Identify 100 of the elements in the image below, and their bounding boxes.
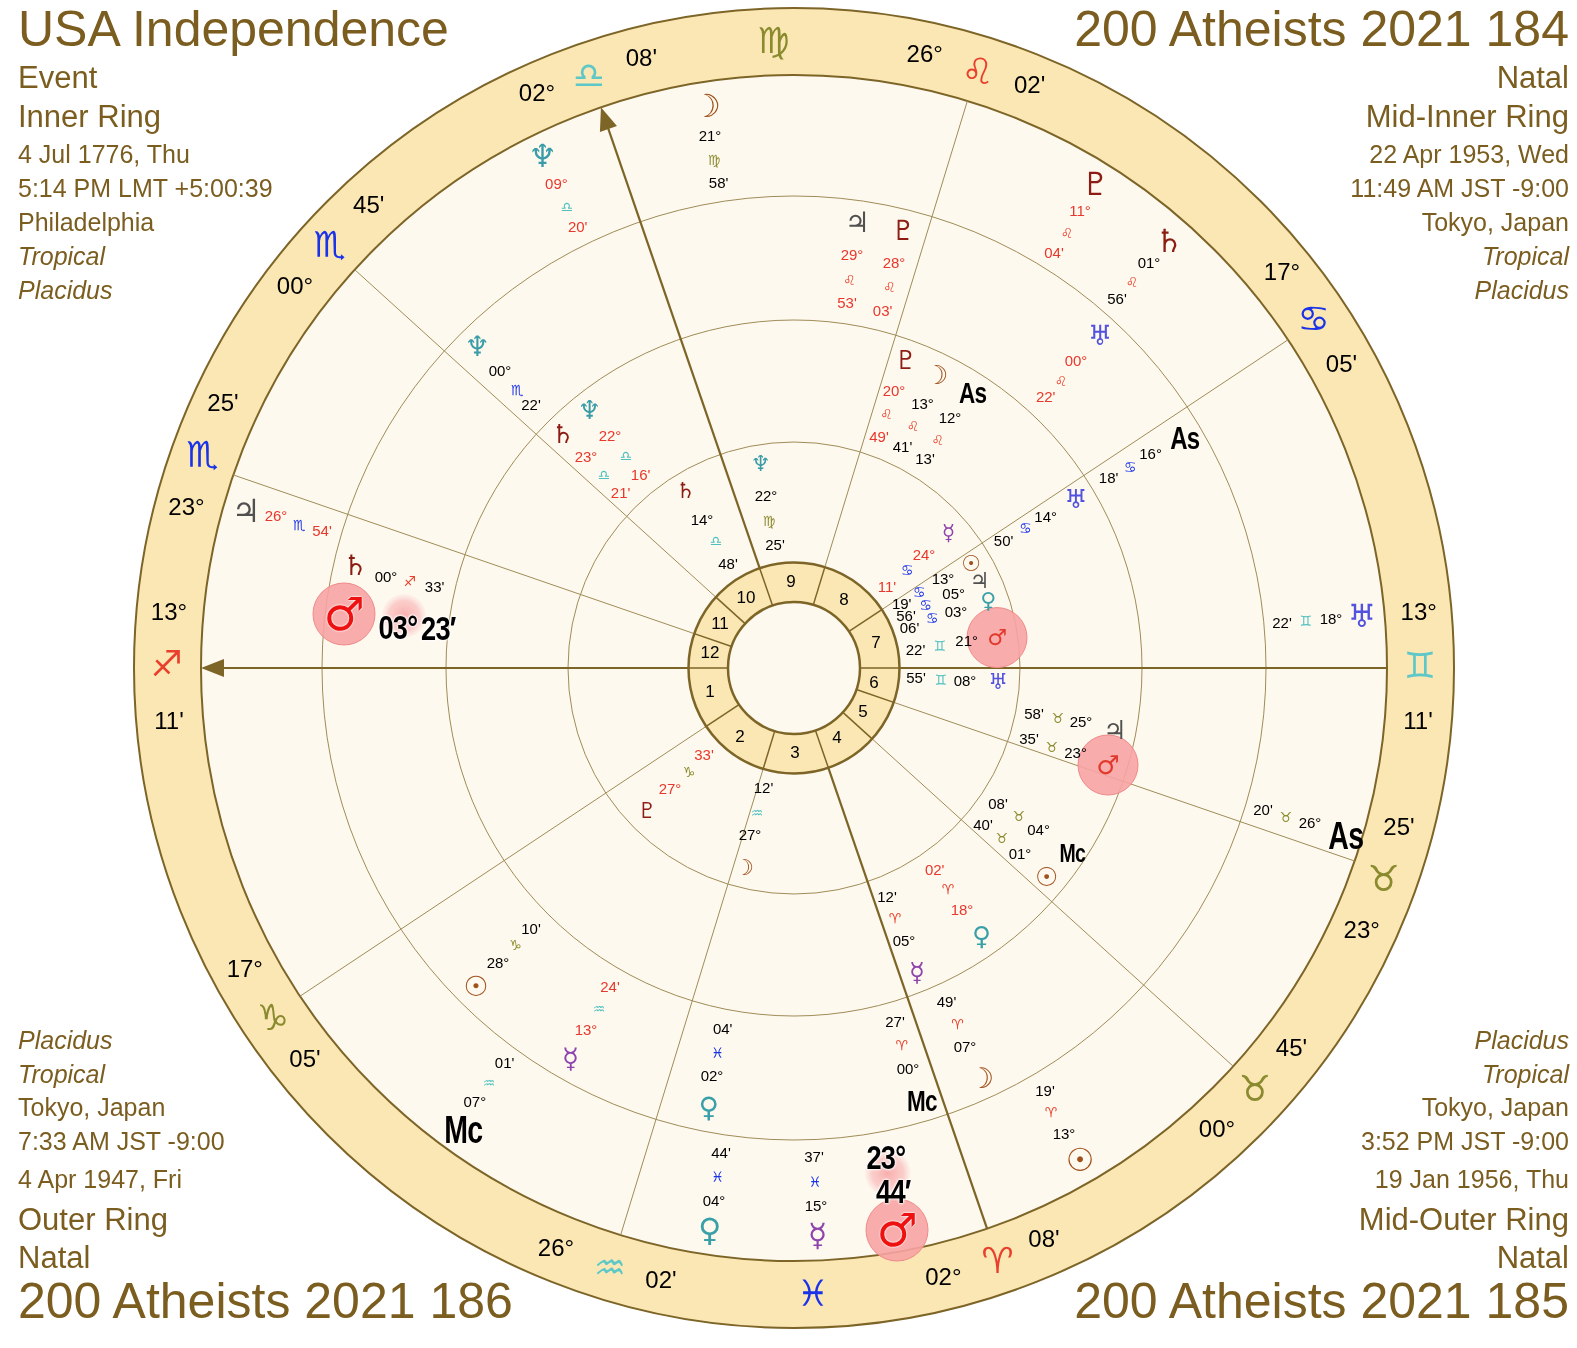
sign-symbol: ♎ xyxy=(709,534,723,548)
chart-info-text: Mid-Inner Ring xyxy=(1365,100,1569,132)
cusp-position-text: 45' xyxy=(353,193,385,217)
chart-info-text: Inner Ring xyxy=(18,100,162,132)
position-text: 21' xyxy=(610,484,631,500)
sign-symbol: ♏ xyxy=(510,382,524,397)
cusp-position-text: 13° xyxy=(1400,599,1437,624)
zodiac-sign-symbol: ♉ xyxy=(1238,1071,1272,1107)
position-text: 13° xyxy=(911,395,934,410)
angle-symbol: As xyxy=(1328,816,1364,855)
zodiac-sign-symbol: ♊ xyxy=(1403,647,1437,684)
chart-info-text: Natal xyxy=(1496,61,1569,93)
planet-symbol: ♇ xyxy=(1081,168,1110,200)
position-text: 21° xyxy=(698,127,722,142)
chart-info-text: Natal xyxy=(18,1241,91,1273)
zodiac-sign-symbol: ♍ xyxy=(757,23,790,59)
planet-symbol: ♄ xyxy=(551,421,575,447)
position-text: 09° xyxy=(545,175,568,191)
chart-info-text: 4 Apr 1947, Fri xyxy=(18,1166,182,1192)
position-text: 53' xyxy=(837,294,857,310)
position-text: 13° xyxy=(931,570,955,586)
zodiac-sign-symbol: ♏ xyxy=(186,437,219,474)
planet-symbol: ♆ xyxy=(750,453,771,475)
cusp-position-text: 08' xyxy=(625,45,658,70)
zodiac-sign-symbol: ♉ xyxy=(1367,861,1400,898)
cusp-position-text: 11' xyxy=(1403,709,1433,734)
chart-info-text: Philadelphia xyxy=(18,209,155,235)
chart-info-text: Outer Ring xyxy=(18,1203,168,1235)
chart-info-text: Tropical xyxy=(1481,1061,1569,1087)
cusp-position-text: 11' xyxy=(154,709,184,734)
position-text: 58' xyxy=(708,174,729,190)
planet-symbol: ♅ xyxy=(1064,485,1088,512)
position-text: 00° xyxy=(1064,352,1088,368)
planet-symbol: ♄ xyxy=(675,480,696,502)
sign-symbol: ♏ xyxy=(292,518,306,532)
chart-info-text: Tokyo, Japan xyxy=(18,1094,166,1120)
sign-symbol: ♌ xyxy=(843,273,856,287)
zodiac-sign-symbol: ♎ xyxy=(572,58,606,94)
position-text: 22° xyxy=(598,427,622,443)
cusp-position-text: 17° xyxy=(226,957,263,982)
cusp-position-text: 25' xyxy=(1383,814,1415,839)
cusp-position-text: 02° xyxy=(925,1264,962,1289)
chart-info-text: 3:52 PM JST -9:00 xyxy=(1361,1128,1569,1154)
position-text: 00° xyxy=(488,362,512,377)
planet-symbol: ♆ xyxy=(464,333,490,361)
position-text: 00° xyxy=(374,568,398,584)
chart-heading: 200 Atheists 2021 185 xyxy=(1074,1276,1569,1326)
planet-symbol: ☽ xyxy=(925,362,949,388)
sign-symbol: ♋ xyxy=(1123,460,1137,474)
cusp-position-text: 05' xyxy=(289,1047,321,1072)
position-text: 20' xyxy=(567,218,588,234)
position-text: 14° xyxy=(1034,508,1058,524)
zodiac-sign-symbol: ♋ xyxy=(1297,300,1330,337)
position-text: 04' xyxy=(1044,244,1064,260)
position-text: 22' xyxy=(1035,388,1056,404)
zodiac-sign-symbol: ♏ xyxy=(313,227,346,263)
position-text: 54' xyxy=(312,522,332,538)
chart-info-text: Placidus xyxy=(1474,277,1569,303)
position-text: 14° xyxy=(690,511,714,527)
position-text: 11° xyxy=(1069,202,1091,218)
position-text: 16' xyxy=(630,466,651,482)
position-text: 24° xyxy=(912,546,936,562)
cusp-position-text: 00° xyxy=(276,274,314,298)
zodiac-sign-symbol: ♐ xyxy=(150,645,184,682)
sign-symbol: ♎ xyxy=(560,199,574,214)
chart-info-text: 4 Jul 1776, Thu xyxy=(18,141,190,167)
chart-info-text: Placidus xyxy=(18,277,113,303)
position-text: 48' xyxy=(718,555,738,570)
chart-info-text: 11:49 AM JST -9:00 xyxy=(1350,175,1569,201)
position-text: 20' xyxy=(1253,801,1273,817)
cusp-position-text: 02° xyxy=(518,81,556,105)
chart-info-text: Tokyo, Japan xyxy=(1421,1094,1569,1120)
planet-symbol: ☽ xyxy=(692,90,721,122)
position-text: 13' xyxy=(915,450,935,466)
cusp-position-text: 05' xyxy=(1325,351,1358,376)
position-text: 18' xyxy=(1098,469,1119,485)
chart-info-text: Tropical xyxy=(18,1061,106,1087)
chart-info-text: 5:14 PM LMT +5:00:39 xyxy=(18,175,273,201)
sign-symbol: ♌ xyxy=(1054,374,1068,388)
chart-info-text: 19 Jan 1956, Thu xyxy=(1374,1166,1569,1192)
cusp-position-text: 23° xyxy=(1343,918,1380,942)
position-text: 12° xyxy=(938,409,962,425)
cusp-position-text: 23° xyxy=(168,494,205,519)
sign-symbol: ♋ xyxy=(1019,521,1032,536)
chart-info-text: Mid-Outer Ring xyxy=(1358,1203,1569,1235)
planet-symbol: ♅ xyxy=(1087,322,1113,350)
cusp-position-text: 25' xyxy=(207,391,239,415)
position-text: 22' xyxy=(521,396,541,412)
chart-info-text: Placidus xyxy=(18,1027,113,1053)
sign-symbol: ♌ xyxy=(1125,275,1139,289)
sign-symbol: ♌ xyxy=(931,433,944,447)
zodiac-sign-symbol: ♌ xyxy=(961,53,994,90)
sign-symbol: ♎ xyxy=(619,449,633,463)
zodiac-sign-symbol: ♑ xyxy=(256,999,290,1036)
cusp-position-text: 26° xyxy=(906,42,943,66)
position-text: 22° xyxy=(754,487,778,503)
sign-symbol: ♊ xyxy=(1299,614,1313,628)
cusp-position-text: 00° xyxy=(1198,1116,1236,1141)
cusp-position-text: 13° xyxy=(150,599,188,624)
chart-heading: 200 Atheists 2021 184 xyxy=(1074,4,1569,54)
